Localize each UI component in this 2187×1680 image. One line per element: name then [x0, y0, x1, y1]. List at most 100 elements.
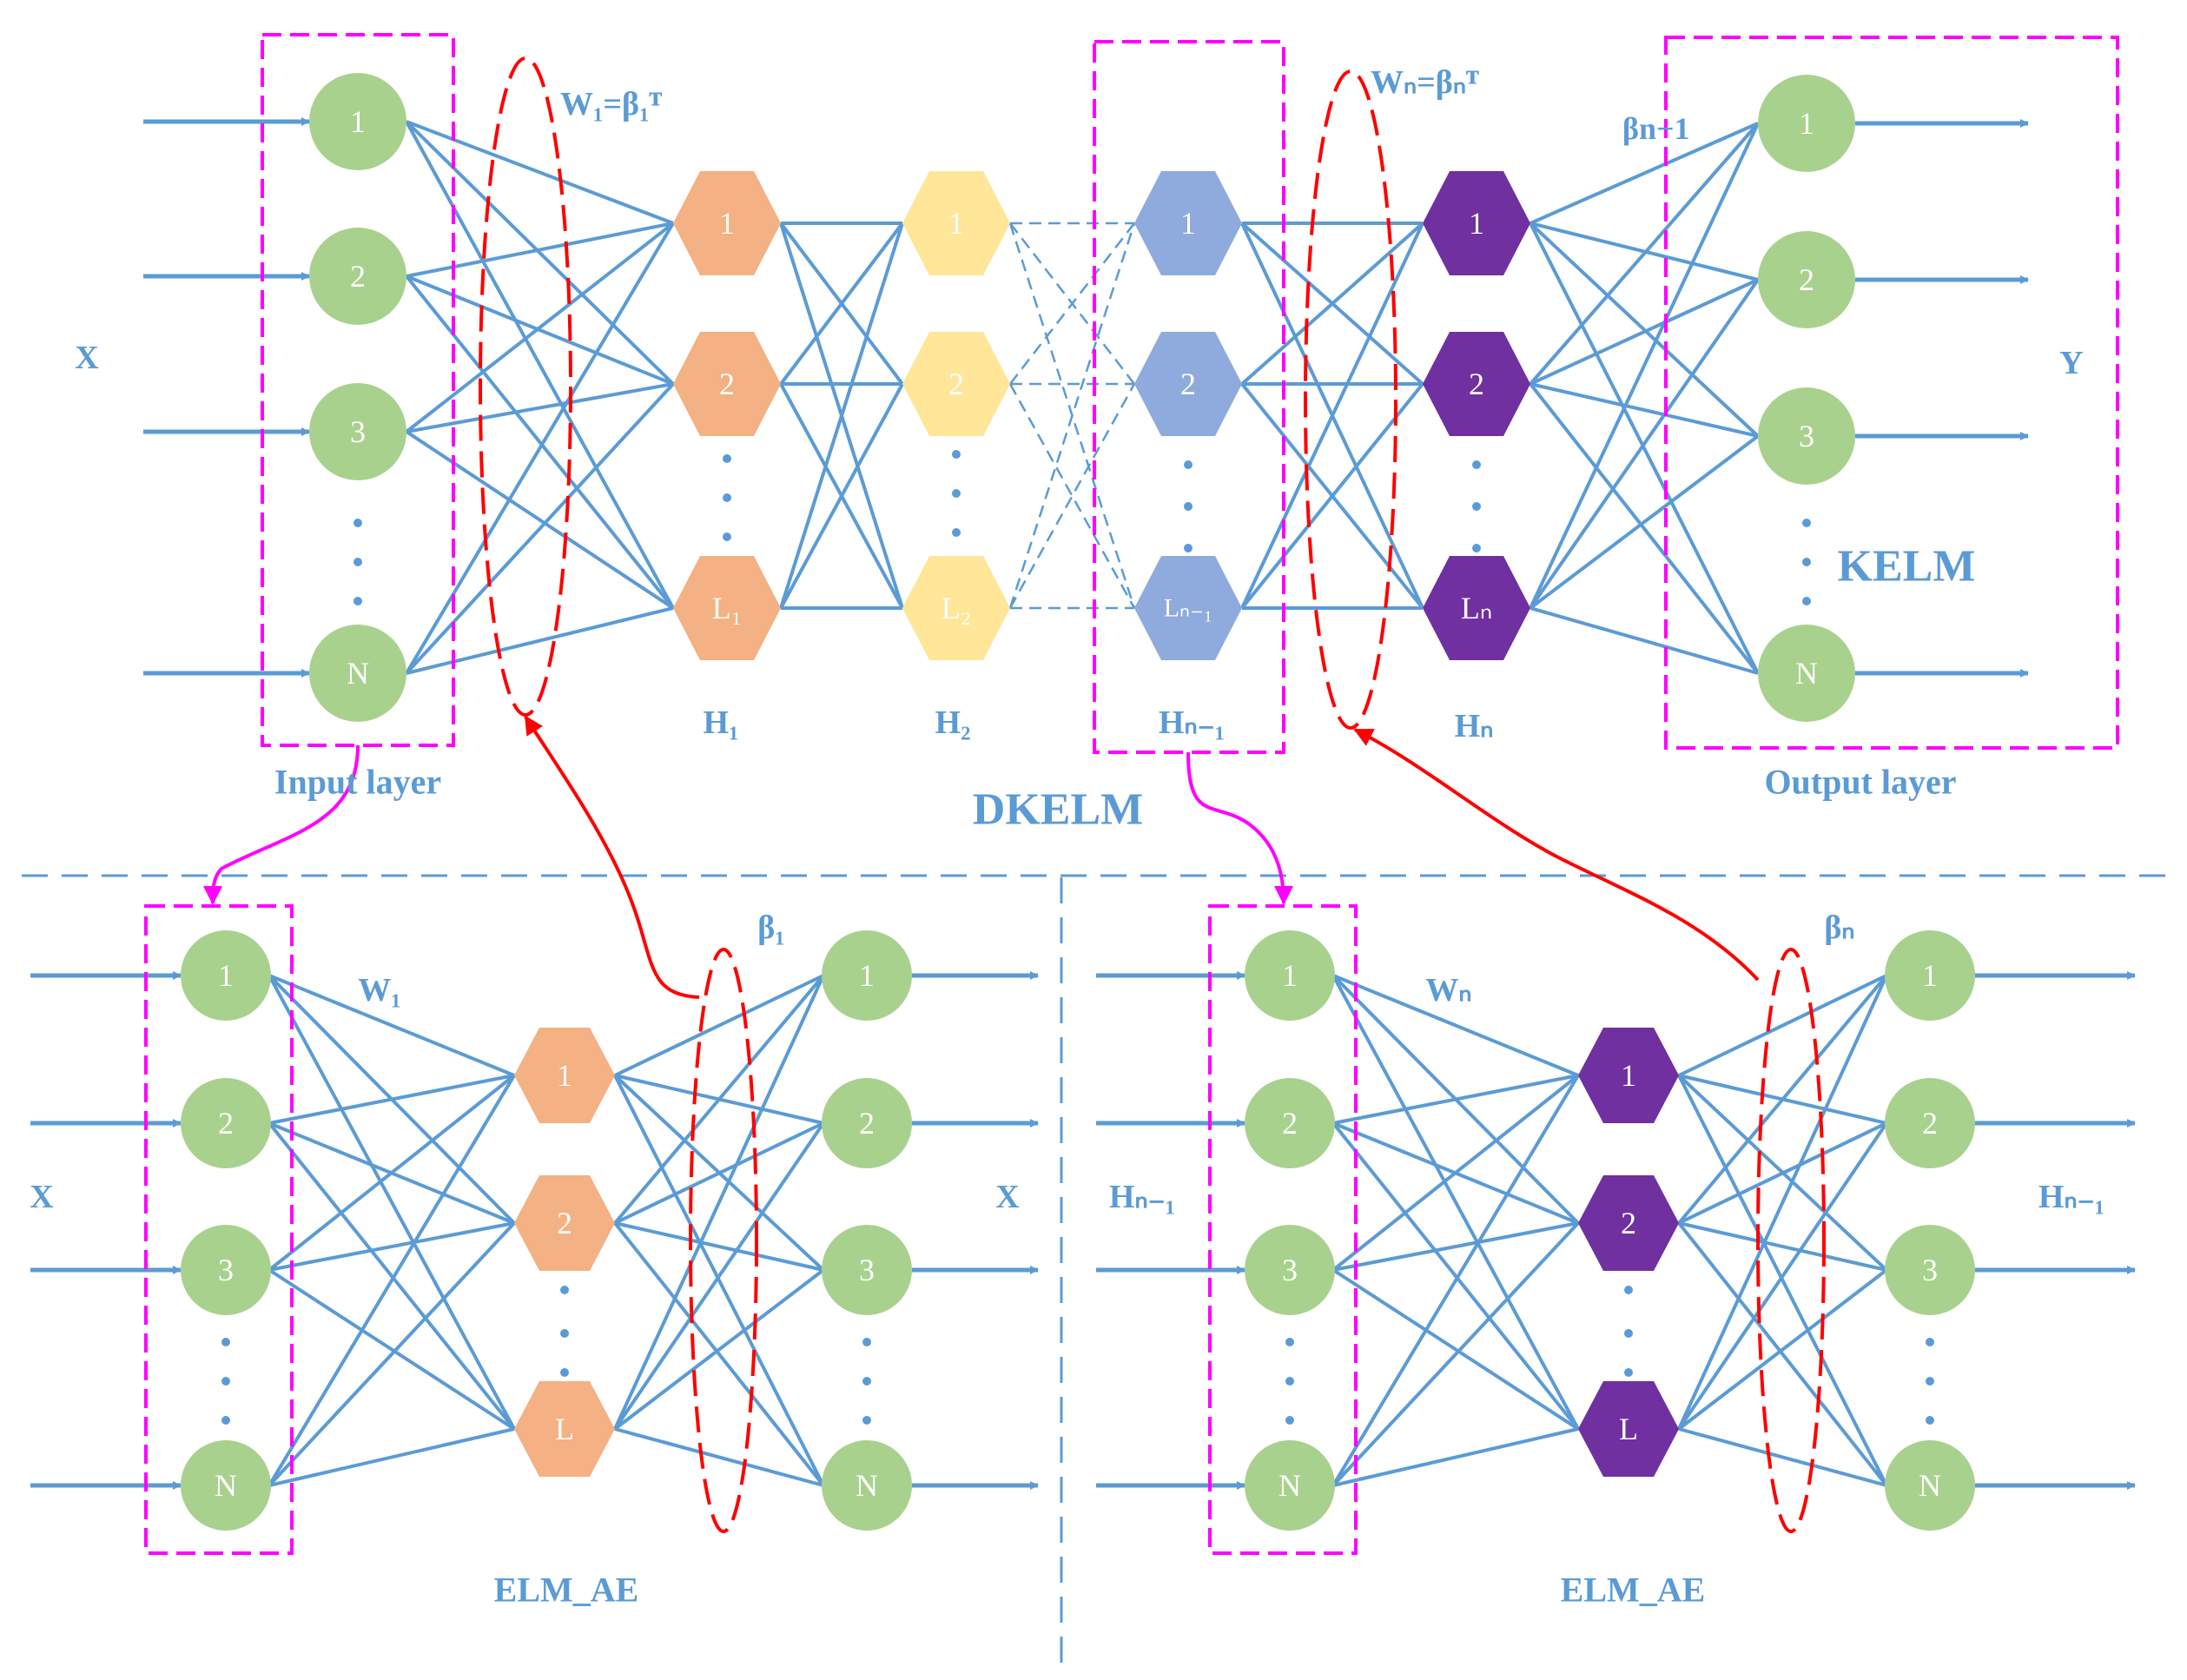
bottom-left-input-node-label: N — [215, 1468, 237, 1503]
bottom-left-input-node — [181, 1225, 271, 1315]
top-hn-ellipsis — [1472, 544, 1481, 552]
top-output-ellipsis — [1802, 597, 1811, 605]
bottom-left-output-node — [822, 1078, 912, 1168]
bottom-right-betan-label: βₙ — [1824, 909, 1854, 946]
top-input-node — [309, 228, 406, 325]
bottom-left-input-hidden-line — [268, 1074, 516, 1487]
bottom-right-hidden-output-line — [1678, 1221, 1887, 1272]
bottom-right-output-node — [1885, 1440, 1975, 1531]
bottom-right-input-node-label: 1 — [1282, 958, 1298, 993]
top-hn-output-line — [1529, 122, 1760, 386]
bottom-right-input-ellipsis — [1285, 1338, 1294, 1346]
top-output-ellipsis — [1802, 558, 1811, 566]
top-h2-node — [902, 171, 1010, 275]
top-hn1-ellipsis — [1184, 502, 1193, 511]
output-layer-label: Output layer — [1764, 763, 1956, 802]
bottom-left-hidden-ellipsis — [560, 1286, 569, 1294]
top-h1-ellipsis — [723, 493, 731, 502]
bottom-left-hidden-ellipsis — [560, 1329, 569, 1338]
bottom-left-beta-ellipse — [689, 948, 758, 1533]
bottom-left-input-hidden-line — [268, 1074, 516, 1272]
top-hn-output-line — [1529, 434, 1760, 610]
h1-layer-label: H₁ — [704, 704, 739, 741]
bottom-right-wn-label: Wₙ — [1425, 972, 1471, 1009]
h2-layer-label: H₂ — [935, 704, 971, 741]
top-h2-node — [902, 332, 1010, 436]
bottom-left-hidden-output-line — [614, 974, 824, 1077]
top-input-node-label: 2 — [350, 259, 366, 294]
bottom-right-input-node — [1245, 1440, 1335, 1531]
w1-weight-label: W₁=β₁ᵀ — [560, 86, 662, 122]
top-input-h1-line — [406, 120, 674, 225]
input-layer-box — [261, 33, 455, 747]
top-h2-node-label: L₂ — [942, 591, 972, 625]
top-input-h1-line — [405, 120, 675, 386]
bottom-left-hidden-output-line — [614, 1427, 824, 1487]
top-hn-output-line — [1530, 606, 1759, 675]
bottom-left-x-in-label: X — [30, 1179, 53, 1215]
bottom-left-output-node — [822, 1440, 912, 1531]
bottom-right-hidden-output-line — [1678, 1427, 1887, 1487]
bottom-right-input-hidden-line — [1332, 974, 1579, 1077]
bottom-right-hidden-output-line — [1677, 975, 1888, 1430]
top-hn-output-line — [1529, 222, 1760, 674]
bottom-left-input-hidden-line — [268, 1268, 516, 1431]
wn-weight-label: Wₙ=βₙᵀ — [1371, 64, 1479, 101]
top-input-h1-line — [406, 382, 674, 433]
top-output-node — [1758, 625, 1855, 722]
top-input-h1-line — [405, 222, 675, 433]
top-output-node-label: 3 — [1799, 419, 1814, 453]
bottom-right-title: ELM_AE — [1561, 1571, 1706, 1610]
top-hn1-node — [1134, 171, 1242, 275]
bottom-right-hidden-node — [1578, 1381, 1679, 1477]
top-hn-ellipsis — [1472, 502, 1481, 511]
bottom-left-output-ellipsis — [862, 1416, 871, 1425]
top-h1-node-label: 2 — [719, 367, 735, 401]
bottom-right-hidden-output-line — [1677, 1221, 1888, 1487]
bottom-left-input-node — [181, 1440, 271, 1531]
bottom-right-input-hidden-line — [1331, 1074, 1580, 1272]
top-h2-hn1-dashed-line — [1008, 383, 1136, 609]
top-h1-node-label: 1 — [719, 206, 735, 241]
top-output-node-label: 1 — [1799, 106, 1814, 141]
top-output-node — [1758, 75, 1855, 172]
top-input-h1-line — [406, 222, 674, 278]
top-hn1-node-label: 1 — [1180, 206, 1196, 241]
bottom-left-output-node-label: 3 — [859, 1253, 875, 1287]
bottom-right-hidden-output-line — [1677, 1075, 1888, 1486]
top-input-node — [309, 625, 406, 722]
top-hn-node — [1423, 171, 1530, 275]
bottom-left-input-hidden-line — [268, 1427, 515, 1487]
bottom-right-input-hidden-line — [1332, 1221, 1579, 1272]
bottom-right-output-node-label: 3 — [1922, 1253, 1938, 1287]
bottom-left-input-node-label: 2 — [218, 1106, 234, 1141]
bottom-left-hidden-node — [514, 1381, 615, 1477]
bottom-right-input-hidden-line — [1331, 975, 1580, 1430]
input-layer-label: Input layer — [274, 763, 441, 802]
bottom-left-output-node — [822, 1225, 912, 1315]
bottom-right-hidden-ellipsis — [1624, 1329, 1633, 1338]
bottom-left-input-node — [181, 930, 271, 1021]
bottom-left-output-node-label: N — [856, 1468, 878, 1503]
bottom-left-output-node-label: 2 — [859, 1106, 875, 1141]
bottom-right-hidden-node — [1578, 1175, 1679, 1271]
top-h1-h2-line — [779, 222, 904, 386]
bottom-left-hidden-output-line — [613, 975, 825, 1430]
bottom-right-output-node — [1885, 930, 1975, 1021]
output-layer-box — [1664, 36, 2119, 750]
bottom-right-hidden-node-label: 2 — [1621, 1206, 1636, 1240]
top-input-h1-line — [406, 606, 674, 675]
bottom-right-hidden-node-label: 1 — [1621, 1058, 1636, 1093]
bottom-left-input-hidden-line — [268, 1074, 515, 1125]
dkelm-title: DKELM — [973, 785, 1143, 835]
bottom-right-hidden-output-line — [1678, 974, 1887, 1077]
top-h1-node-label: L₁ — [712, 591, 743, 625]
bottom-left-input-ellipsis — [221, 1338, 230, 1346]
top-hn-node-label: Lₙ — [1461, 591, 1492, 625]
top-input-ellipsis — [353, 558, 362, 566]
bottom-right-input-hidden-line — [1332, 1427, 1579, 1487]
bottom-left-hidden-node-label: L — [555, 1412, 574, 1446]
top-hn-output-line — [1529, 278, 1760, 610]
top-h2-hn1-dashed-line — [1008, 222, 1136, 609]
